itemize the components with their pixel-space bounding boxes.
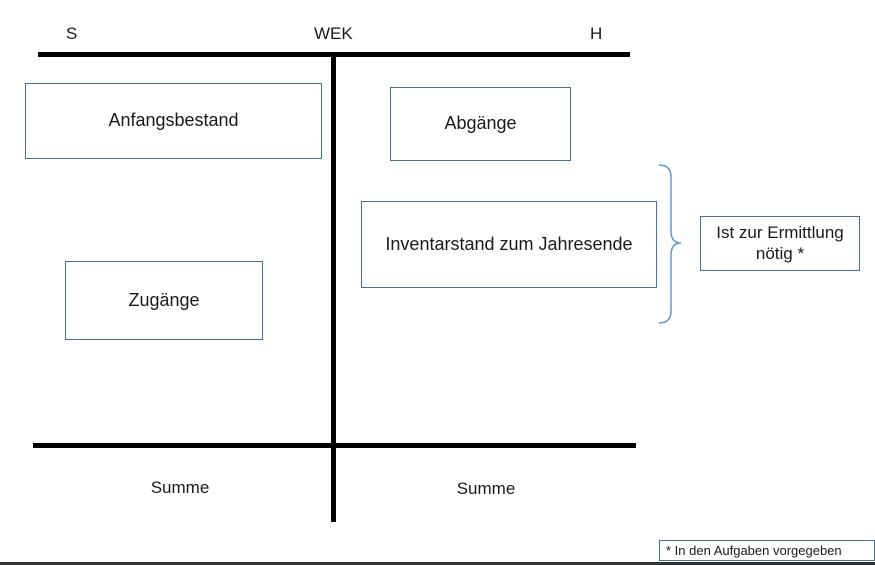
inventarstand-box: Inventarstand zum Jahresende [361,201,657,288]
anfangsbestand-label: Anfangsbestand [108,110,239,131]
credit-label: H [590,24,603,43]
footnote-box: * In den Aufgaben vorgegeben [659,540,875,561]
sum-right: Summe [456,479,516,498]
curly-brace [658,164,682,324]
zugaenge-box: Zugänge [65,261,263,340]
vertical-divider-line [331,57,336,522]
account-title: WEK [314,24,353,43]
inventarstand-label: Inventarstand zum Jahresende [385,233,633,254]
footnote-text: * In den Aufgaben vorgegeben [666,543,842,558]
sum-left: Summe [150,478,210,497]
sum-horizontal-line [33,443,636,448]
bottom-edge-bar [0,562,875,565]
abgaenge-box: Abgänge [390,87,571,161]
debit-label: S [66,24,78,43]
ermittlung-label: Ist zur Ermittlung nötig * [716,223,844,263]
abgaenge-label: Abgänge [444,113,517,134]
zugaenge-label: Zugänge [128,289,200,310]
ermittlung-box: Ist zur Ermittlung nötig * [700,216,860,271]
anfangsbestand-box: Anfangsbestand [25,83,322,159]
top-horizontal-line [38,52,630,57]
